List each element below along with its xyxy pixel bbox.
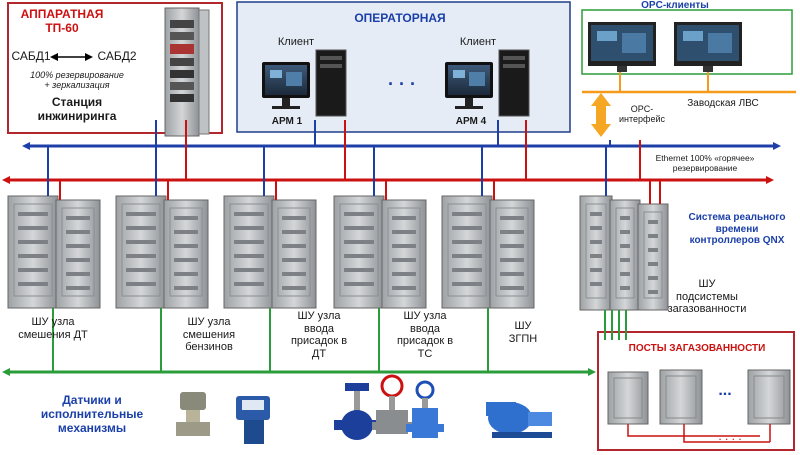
cabinet-5-right [489, 199, 535, 309]
redundancy-note: 100% резервирование + зеркализация [14, 70, 140, 91]
operator-room-title: ОПЕРАТОРНАЯ [354, 11, 446, 25]
gate-valve-icon [372, 374, 412, 434]
cabinet-4-line1: ШУ узла [403, 310, 447, 322]
workstation-ellipsis: · · · [388, 74, 416, 94]
cabinet-2-right [163, 199, 209, 309]
cabinet-label-5: ШУ ЗГПН [490, 320, 556, 345]
gas-post-wiring [627, 424, 771, 443]
factory-lan-label: Заводская ЛВС [687, 98, 759, 109]
cabinet-4-line3: присадок в [396, 335, 454, 348]
gas-posts-ellipsis: ... [718, 382, 732, 399]
opc-interface-label: OPC- интерфейс [612, 104, 672, 125]
cabinet-1-line2: смешения ДТ [18, 328, 88, 341]
sensors-line1: Датчики и [62, 393, 122, 407]
cabinet-2-line1: ШУ узла [187, 316, 231, 328]
gas-cabinet-1 [579, 195, 613, 311]
ethernet-label: Ethernet 100% «горячее» резервирование [640, 153, 770, 174]
sensors-line3: механизмы [57, 420, 127, 435]
engineering-title-line1: АППАРАТНАЯ [20, 7, 104, 21]
gas-shu-line2: подсистемы [676, 290, 738, 303]
cabinet-1-left [7, 195, 59, 309]
ethernet-line2: резервирование [672, 162, 738, 173]
cabinet-2-line2: смешения [182, 328, 236, 341]
qnx-line3: контроллеров QNX [689, 235, 785, 246]
gas-shu-line1: ШУ [698, 278, 716, 290]
arm-4-label: АРМ 4 [455, 116, 487, 127]
cabinet-3-left [223, 195, 275, 309]
cabinet-1-right [55, 199, 101, 309]
cabinet-4-left [333, 195, 385, 309]
cabinet-3-right [271, 199, 317, 309]
opc-client-monitor-2 [674, 22, 742, 72]
controller-cabinets [7, 146, 669, 311]
sensor-bus-drops [52, 308, 489, 372]
sabd-arrow-left-icon [50, 53, 58, 61]
redundancy-line1: 100% резервирование [30, 70, 124, 80]
cabinet-4-right [381, 199, 427, 309]
pump-icon [486, 402, 552, 438]
opc-interface-arrow-icon [591, 93, 611, 137]
engineering-station-label: Станция инжиниринга [14, 95, 140, 124]
gas-post-cabinets [607, 369, 791, 425]
engineering-server-rack [164, 7, 210, 137]
arm-1-label: АРМ 1 [271, 116, 303, 127]
cabinet-5-left [441, 195, 493, 309]
cabinet-label-1: ШУ узла смешения ДТ [4, 316, 102, 341]
opc-interface-line2: интерфейс [619, 114, 665, 125]
engineering-title-line2: ТП-60 [45, 20, 79, 35]
station-line2: инжиниринга [37, 108, 117, 123]
cabinet-2-left [115, 195, 167, 309]
cabinet-5-line2: ЗГПН [508, 332, 538, 345]
cabinet-label-4: ШУ узла ввода присадок в ТС [376, 310, 474, 361]
cabinet-3-line1: ШУ узла [297, 310, 341, 322]
gas-wiring-ellipsis: . . . . [718, 429, 742, 443]
opc-client-monitor-1 [588, 22, 656, 72]
client-1-label: Клиент [277, 36, 315, 48]
sensors-line2: исполнительные [40, 406, 144, 421]
station-line1: Станция [51, 95, 103, 109]
gas-cabinet-2 [609, 199, 641, 311]
qnx-line2: времени [715, 223, 759, 235]
client-4-label: Клиент [459, 36, 497, 48]
redundancy-line2: + зеркализация [44, 80, 110, 91]
sensors-label: Датчики и исполнительные механизмы [28, 393, 156, 435]
ethernet-line1: Ethernet 100% «горячее» [655, 153, 755, 163]
cabinet-5-line1: ШУ [514, 320, 532, 332]
opc-clients-frame [581, 9, 793, 75]
cabinet-3-line4: ДТ [311, 347, 327, 360]
top-drops [155, 120, 641, 180]
gas-posts-title: ПОСТЫ ЗАГАЗОВАННОСТИ [628, 343, 766, 354]
cabinet-label-2: ШУ узла смешения бензинов [160, 316, 258, 354]
sabd2-label: САБД2 [97, 49, 137, 63]
sabd1-label: САБД1 [11, 49, 51, 63]
cabinet-2-line3: бензинов [185, 341, 233, 354]
blue-valve-icon [406, 380, 444, 438]
engineering-station-frame [7, 2, 223, 134]
gas-subsystem-label: ШУ подсистемы загазованности [654, 278, 760, 316]
gas-subsystem-drops [604, 310, 627, 340]
gas-shu-line3: загазованности [667, 303, 747, 316]
gas-cabinet-3 [637, 203, 669, 311]
flow-meter-icon [236, 396, 270, 444]
qnx-system-label: Система реального времени контроллеров Q… [676, 212, 798, 247]
qnx-line1: Система реального [688, 212, 786, 223]
pressure-transmitter-icon [176, 392, 210, 436]
control-valve-icon [334, 383, 380, 440]
workstation-arm-1 [262, 49, 347, 117]
workstation-arm-4 [445, 49, 530, 117]
opc-clients-title: OPC-клиенты [641, 0, 709, 11]
cabinet-3-line2: ввода [304, 322, 334, 335]
sabd-arrow-right-icon [85, 53, 93, 61]
engineering-title: АППАРАТНАЯ ТП-60 [14, 7, 110, 36]
cabinet-4-line4: ТС [417, 347, 433, 360]
opc-interface-line1: OPC- [630, 104, 654, 114]
cabinet-label-3: ШУ узла ввода присадок в ДТ [270, 310, 368, 361]
cabinet-4-line2: ввода [410, 322, 440, 335]
cabinet-3-line3: присадок в [290, 335, 348, 348]
cabinet-1-line1: ШУ узла [31, 316, 75, 328]
